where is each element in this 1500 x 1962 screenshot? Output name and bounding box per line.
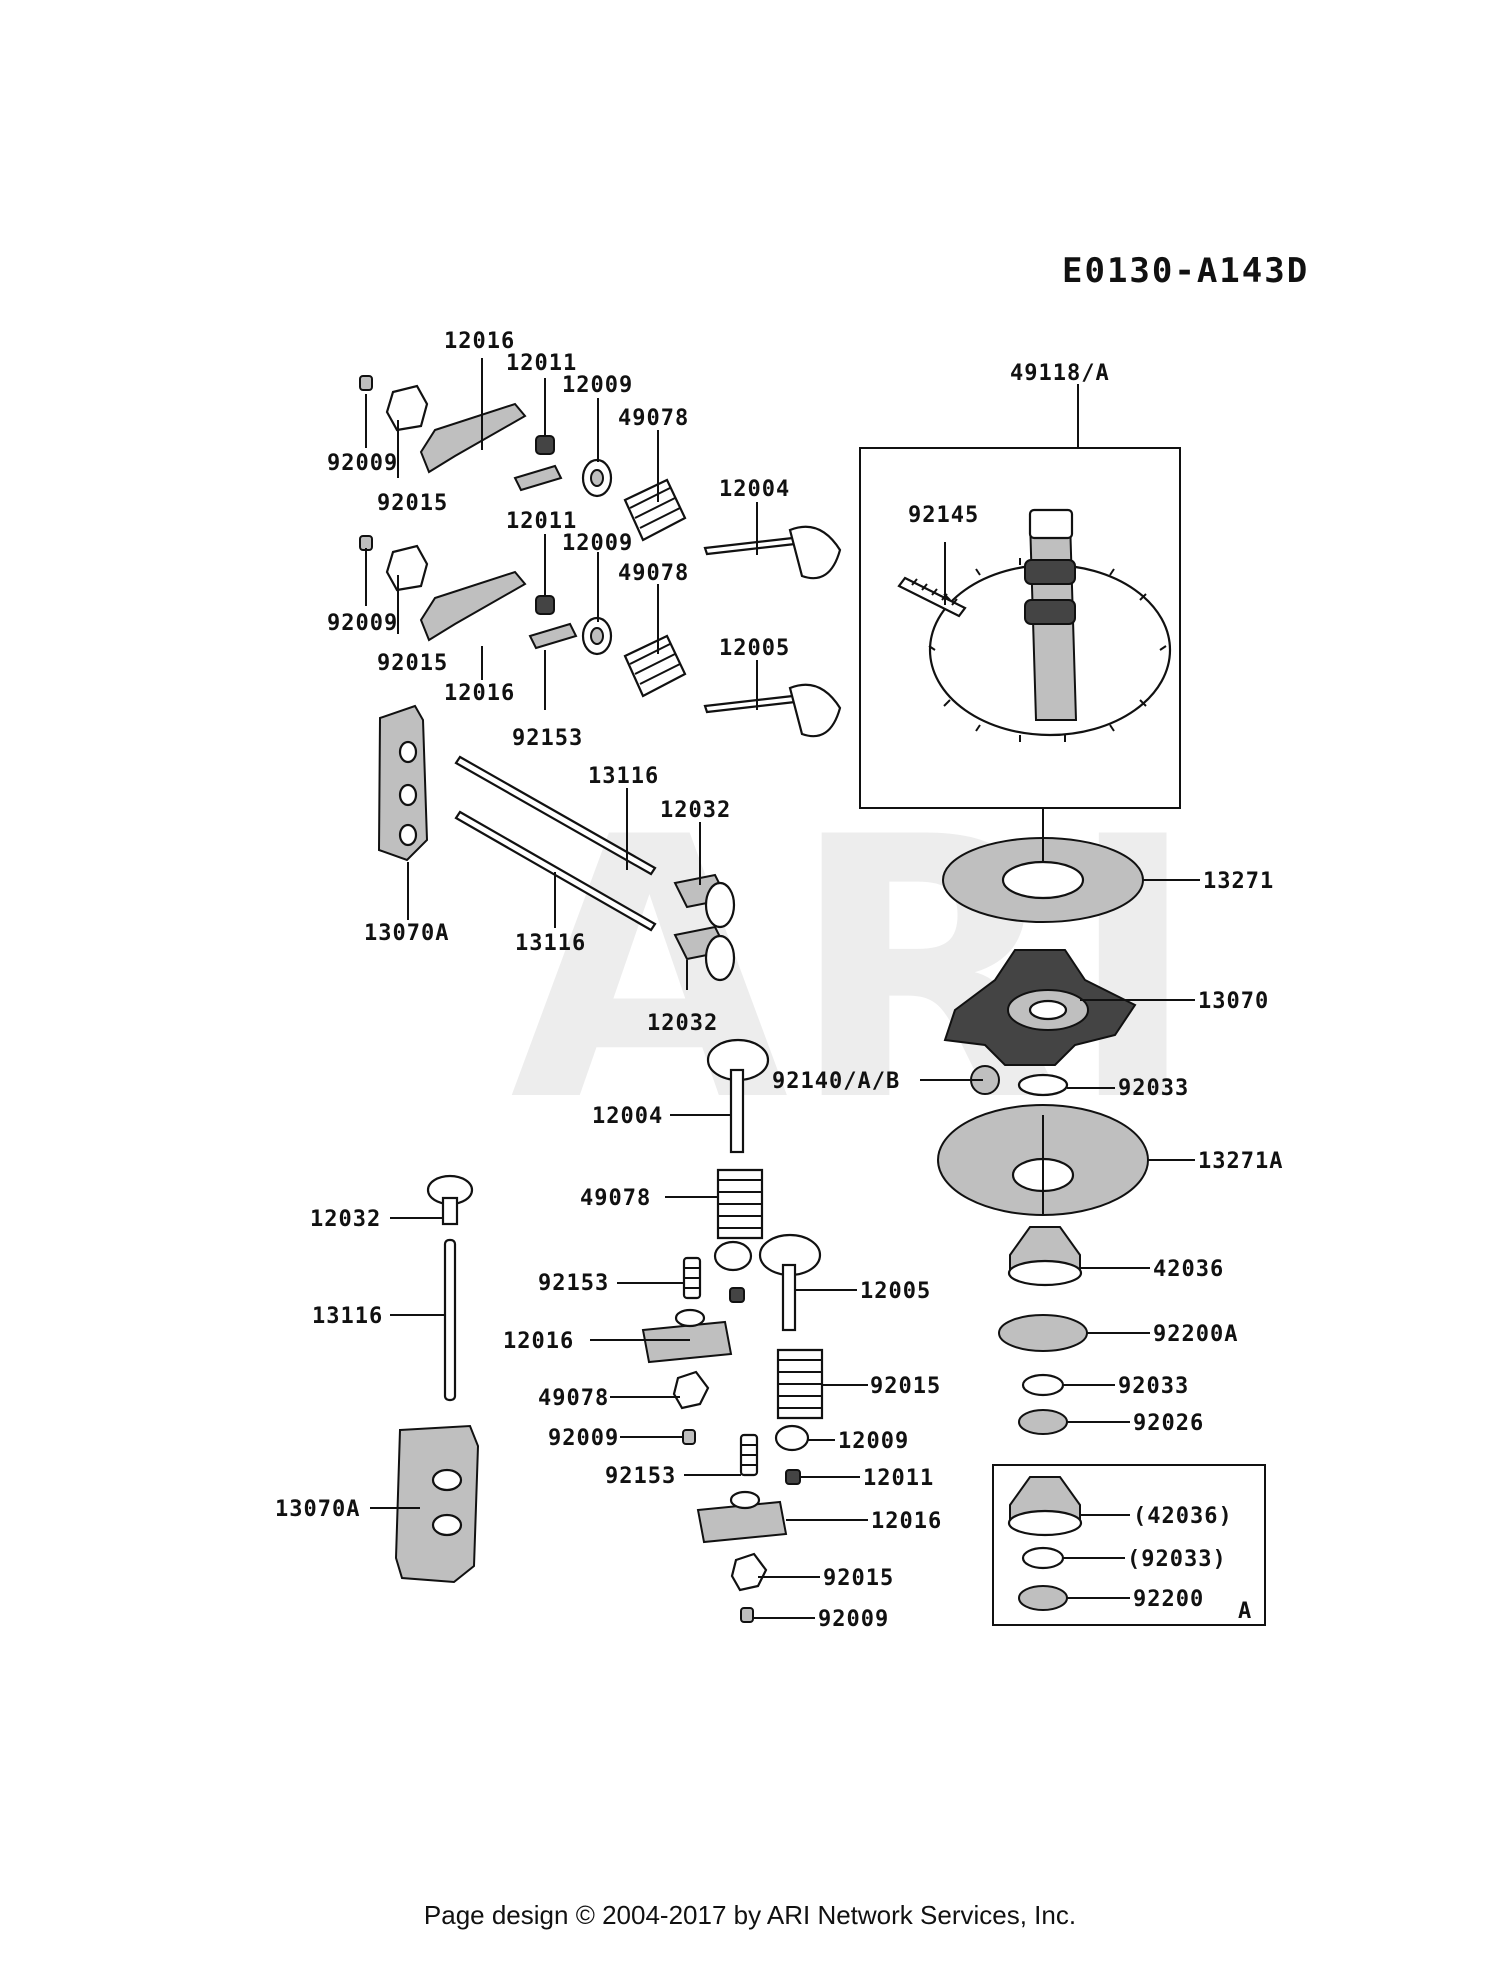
callout-label: 92033 [1118,1374,1189,1399]
washer-13271 [942,837,1144,923]
callout-label: 12004 [719,477,790,502]
nut-92015-lower-right [730,1552,768,1592]
callout-label: 92200A [1153,1322,1238,1347]
ring-92033-upper [1017,1073,1069,1097]
stud-92153-lower-left [682,1256,702,1300]
pushrods-upper [454,755,736,982]
callout-label: 13070A [364,921,449,946]
cap-lower-left [729,1287,745,1303]
callout-label: 49118/A [1010,361,1110,386]
callout-label: 92153 [605,1464,676,1489]
callout-label: 13271A [1198,1149,1283,1174]
callout-label: 92009 [327,611,398,636]
guide-plate-13070a-lower [394,1424,480,1584]
callout-label: 12009 [562,373,633,398]
callout-label: 13116 [312,1304,383,1329]
callout-label: 12005 [719,636,790,661]
diagram-code: E0130-A143D [1062,251,1309,291]
callout-label: 12011 [506,351,577,376]
callout-label: 12032 [310,1207,381,1232]
callout-label: 92009 [327,451,398,476]
spring-49078-lower-left [716,1168,764,1240]
rocker-assembly-upper [359,375,842,580]
rocker-12016-lower-left [641,1308,733,1364]
spring-49078-lower-right [776,1348,824,1420]
callout-label: 13070 [1198,989,1269,1014]
valve-12005-lower [758,1233,822,1332]
cap-lower-right [785,1469,801,1485]
callout-label: 42036 [1153,1257,1224,1282]
screw-92009-lower-right [740,1607,754,1623]
governor-13070 [943,949,1137,1066]
callout-label: 92015 [377,651,448,676]
callout-label: 92026 [1133,1411,1204,1436]
callout-label: 92009 [548,1426,619,1451]
callout-label: 12005 [860,1279,931,1304]
callout-label: 13271 [1203,869,1274,894]
callout-label: 49078 [538,1386,609,1411]
callout-label: 49078 [618,561,689,586]
callout-label: 92015 [823,1566,894,1591]
copyright-footer: Page design © 2004-2017 by ARI Network S… [423,1900,1077,1930]
callout-label: 92145 [908,503,979,528]
callout-label: 12032 [647,1011,718,1036]
callout-label: 12009 [838,1429,909,1454]
rocker-assembly-lower [359,535,842,738]
callout-label: 92140/A/B [772,1069,900,1094]
callout-label: 92033 [1118,1076,1189,1101]
callout-label: 49078 [618,406,689,431]
callout-label: 13070A [275,1497,360,1522]
callout-label: 13116 [515,931,586,956]
retainer-lower-right [774,1424,810,1452]
callout-label: 12004 [592,1104,663,1129]
callout-label: 12011 [506,509,577,534]
pushrod-13116-lower [443,1238,457,1402]
callout-label: 92015 [377,491,448,516]
callout-label: 12009 [562,531,633,556]
kit-a-box [992,1464,1266,1626]
callout-label: 92200 [1133,1587,1204,1612]
tappet-12032-lower [426,1174,474,1226]
callout-label: 13116 [588,764,659,789]
retainer-lower-left [713,1240,753,1272]
leader-lines [365,358,1200,1619]
callout-label: 12016 [444,329,515,354]
washer-92200a [998,1314,1088,1352]
callout-label: (42036) [1133,1504,1233,1529]
callout-label: (92033) [1127,1547,1227,1572]
callout-label: 12016 [871,1509,942,1534]
callout-label: A [1238,1599,1252,1624]
callout-label: 12016 [444,681,515,706]
callout-label: 92153 [512,726,583,751]
callout-label: 12032 [660,798,731,823]
callout-labels: 12016 12011 12009 49078 92009 92015 1200… [275,329,1283,1632]
stud-92153-lower-right [739,1433,759,1477]
callout-label: 92009 [818,1607,889,1632]
nut-92015-lower-left [672,1370,710,1410]
valve-12004-lower [706,1038,770,1154]
washer-92026 [1018,1409,1068,1435]
screw-92009-lower-left [682,1429,696,1445]
callout-label: 12011 [863,1466,934,1491]
rocker-12016-lower-right [696,1490,788,1544]
sleeve-42036 [1007,1226,1083,1287]
callout-label: 49078 [580,1186,651,1211]
camshaft-group [859,447,1181,809]
callout-label: 92015 [870,1374,941,1399]
callout-label: 12016 [503,1329,574,1354]
callout-label: 92153 [538,1271,609,1296]
guide-plate-upper [377,704,429,862]
ring-92033-mid [1021,1373,1065,1397]
